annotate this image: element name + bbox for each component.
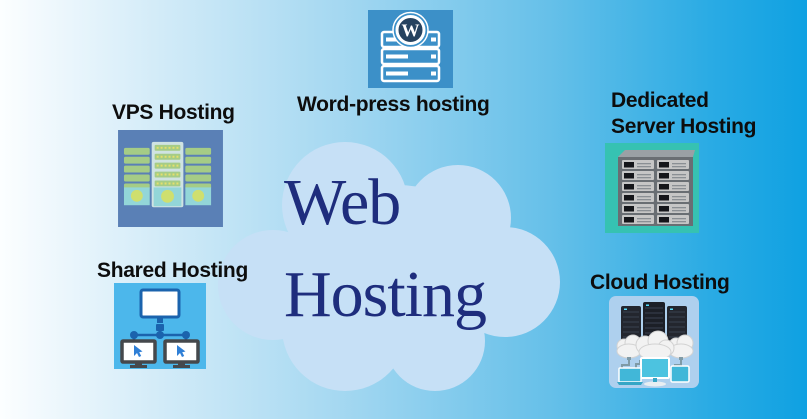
cloud-hosting-label: Cloud Hosting bbox=[590, 271, 730, 294]
cloud-hosting-icon bbox=[609, 296, 699, 388]
dedicated-label-line1: Dedicated bbox=[611, 89, 709, 112]
shared-network-icon bbox=[114, 283, 206, 369]
page-title: Web Hosting bbox=[284, 157, 487, 341]
wordpress-server-icon: W bbox=[368, 10, 453, 88]
vps-hosting-label: VPS Hosting bbox=[112, 101, 235, 124]
shared-hosting-label: Shared Hosting bbox=[97, 259, 248, 282]
dedicated-label-line2: Server Hosting bbox=[611, 115, 757, 138]
dedicated-hosting-label: Dedicated Server Hosting bbox=[611, 88, 756, 140]
cloud-shape bbox=[218, 142, 560, 391]
svg-text:W: W bbox=[402, 21, 420, 41]
title-line-web: Web bbox=[284, 166, 401, 239]
dedicated-rack-icon bbox=[605, 143, 699, 233]
title-line-hosting: Hosting bbox=[284, 258, 487, 331]
vps-servers-icon bbox=[118, 130, 223, 227]
wordpress-hosting-label: Word-press hosting bbox=[297, 93, 490, 116]
